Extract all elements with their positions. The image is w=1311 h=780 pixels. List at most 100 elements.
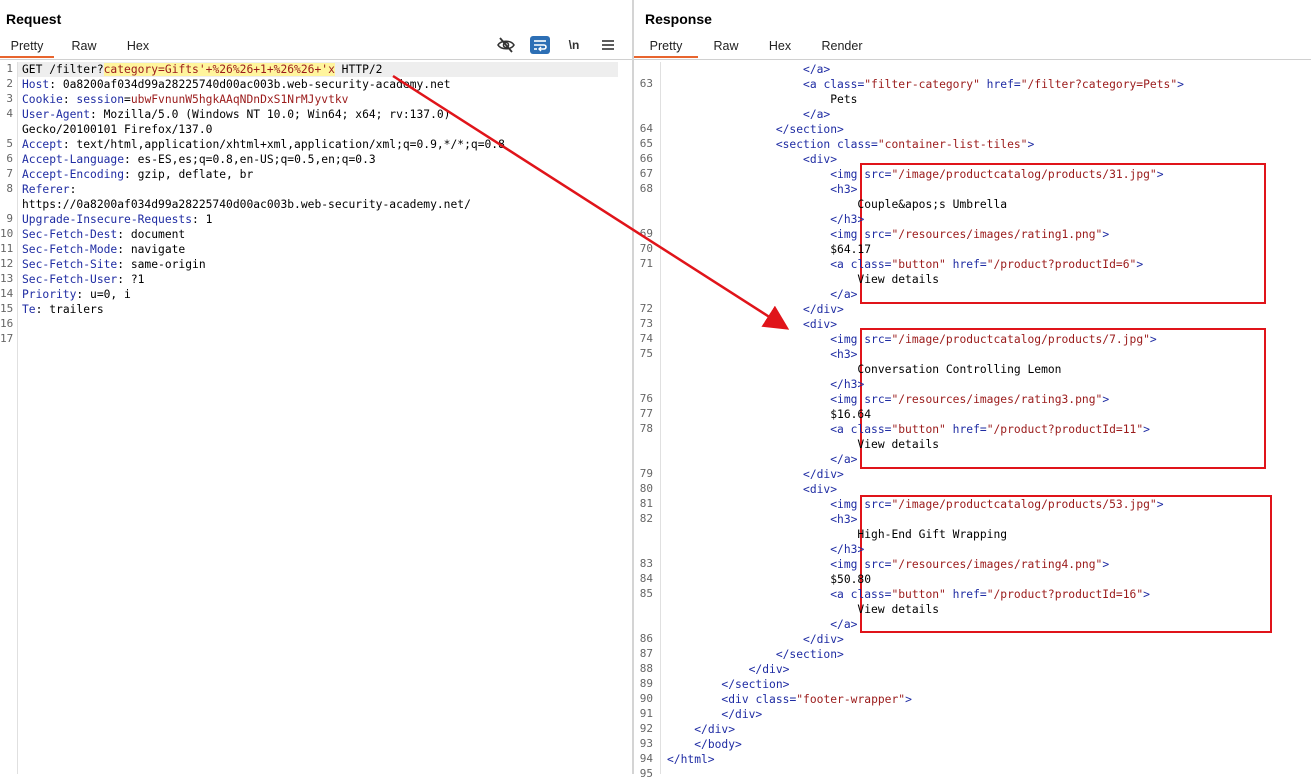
code-line: Cookie: session=ubwFvnunW5hgkAAqNDnDxS1N… <box>22 92 349 107</box>
line-number: 75 <box>639 347 653 360</box>
code-token: <h3> <box>830 348 858 361</box>
response-title: Response <box>645 11 712 27</box>
tab-pretty[interactable]: Pretty <box>634 36 698 58</box>
code-token: "footer-wrapper" <box>796 693 906 706</box>
code-line: Sec-Fetch-Dest: document <box>22 227 185 242</box>
code-line: </div> <box>667 662 790 677</box>
code-line: <h3> <box>667 512 857 527</box>
response-editor[interactable]: </a>63 <a class="filter-category" href="… <box>634 62 1311 780</box>
code-line: </section> <box>667 647 844 662</box>
line-number: 76 <box>639 392 653 405</box>
code-token: "container-list-tiles" <box>877 138 1028 151</box>
line-number: 7 <box>6 167 13 180</box>
code-token: "/product?productId=6" <box>986 258 1137 271</box>
code-token: </div> <box>803 468 844 481</box>
code-token: </body> <box>694 738 742 751</box>
code-token: Sec-Fetch-Mode <box>22 243 118 256</box>
code-line: <div> <box>667 152 837 167</box>
code-token: src= <box>864 498 892 511</box>
code-token: : trailers <box>35 303 104 316</box>
menu-icon[interactable] <box>598 36 618 54</box>
tab-raw[interactable]: Raw <box>713 39 739 53</box>
code-token: Te <box>22 303 36 316</box>
code-token <box>667 633 803 646</box>
tab-pretty[interactable]: Pretty <box>0 36 54 58</box>
code-token: : Mozilla/5.0 (Windows NT 10.0; Win64; x… <box>90 108 451 121</box>
code-line: High-End Gift Wrapping <box>667 527 1007 542</box>
code-line: </div> <box>667 707 762 722</box>
request-tabs: Pretty Raw Hex <box>0 36 162 58</box>
tab-hex[interactable]: Hex <box>768 39 792 53</box>
code-token: <div> <box>803 483 838 496</box>
code-token: Priority <box>22 288 77 301</box>
tab-raw[interactable]: Raw <box>71 39 97 53</box>
code-line: $50.80 <box>667 572 871 587</box>
code-token: HTTP/2 <box>334 63 383 76</box>
line-number: 71 <box>639 257 653 270</box>
code-line: User-Agent: Mozilla/5.0 (Windows NT 10.0… <box>22 107 451 122</box>
line-number: 83 <box>639 557 653 570</box>
line-number: 86 <box>639 632 653 645</box>
code-token: = <box>124 93 131 106</box>
code-token <box>667 663 749 676</box>
code-token: src= <box>864 228 892 241</box>
code-token: <a <box>803 78 824 91</box>
code-token: Sec-Fetch-Dest <box>22 228 118 241</box>
code-token: : 1 <box>192 213 213 226</box>
code-token: class= <box>837 138 878 151</box>
code-token: <div> <box>803 318 838 331</box>
code-token: <h3> <box>830 513 858 526</box>
line-number: 87 <box>639 647 653 660</box>
code-token: src= <box>864 168 892 181</box>
code-line: <h3> <box>667 182 857 197</box>
code-token: : <box>69 183 77 196</box>
pane-divider[interactable] <box>632 0 634 774</box>
code-token <box>667 258 830 271</box>
eye-slash-icon[interactable] <box>496 36 516 54</box>
newline-icon[interactable]: \n <box>564 36 584 54</box>
code-token: src= <box>864 558 892 571</box>
code-token <box>667 348 830 361</box>
wrap-lines-icon[interactable] <box>530 36 550 54</box>
code-line: </a> <box>667 62 830 77</box>
code-token: Conversation Controlling Lemon <box>667 363 1062 376</box>
code-token: href= <box>979 78 1021 91</box>
tab-hex[interactable]: Hex <box>126 39 150 53</box>
code-token: Upgrade-Insecure-Requests <box>22 213 193 226</box>
code-token: ubwFvnunW5hgkAAqNDnDxS1NrMJyvtkv <box>130 93 349 106</box>
code-token: </h3> <box>830 213 865 226</box>
code-line: View details <box>667 602 939 617</box>
line-number: 16 <box>0 317 14 330</box>
line-number: 15 <box>0 302 14 315</box>
line-number: 85 <box>639 587 653 600</box>
code-token: <img <box>830 558 865 571</box>
line-number: 80 <box>639 482 653 495</box>
code-token: </a> <box>830 453 858 466</box>
tab-render[interactable]: Render <box>821 39 863 53</box>
code-line: <img src="/resources/images/rating3.png"… <box>667 392 1109 407</box>
code-line: <a class="button" href="/product?product… <box>667 587 1150 602</box>
code-token <box>667 453 830 466</box>
code-line: Conversation Controlling Lemon <box>667 362 1061 377</box>
line-number: 1 <box>6 62 13 75</box>
code-token <box>667 618 830 631</box>
code-token: class= <box>755 693 797 706</box>
code-line: <img src="/resources/images/rating1.png"… <box>667 227 1109 242</box>
code-token <box>667 378 830 391</box>
code-token: View details <box>667 438 940 451</box>
code-token <box>667 693 721 706</box>
code-line: </section> <box>667 122 844 137</box>
highlight-box-product-2 <box>860 328 1266 469</box>
code-line: <div> <box>667 317 837 332</box>
code-token: Accept-Language <box>22 153 125 166</box>
line-number: 65 <box>639 137 653 150</box>
code-line: <section class="container-list-tiles"> <box>667 137 1034 152</box>
line-number: 93 <box>639 737 653 750</box>
code-token: <a <box>830 423 851 436</box>
code-token: href= <box>945 258 987 271</box>
code-token: : 0a8200af034d99a28225740d00ac003b.web-s… <box>49 78 451 91</box>
code-token: Sec-Fetch-Site <box>22 258 118 271</box>
code-token: > <box>1102 393 1110 406</box>
